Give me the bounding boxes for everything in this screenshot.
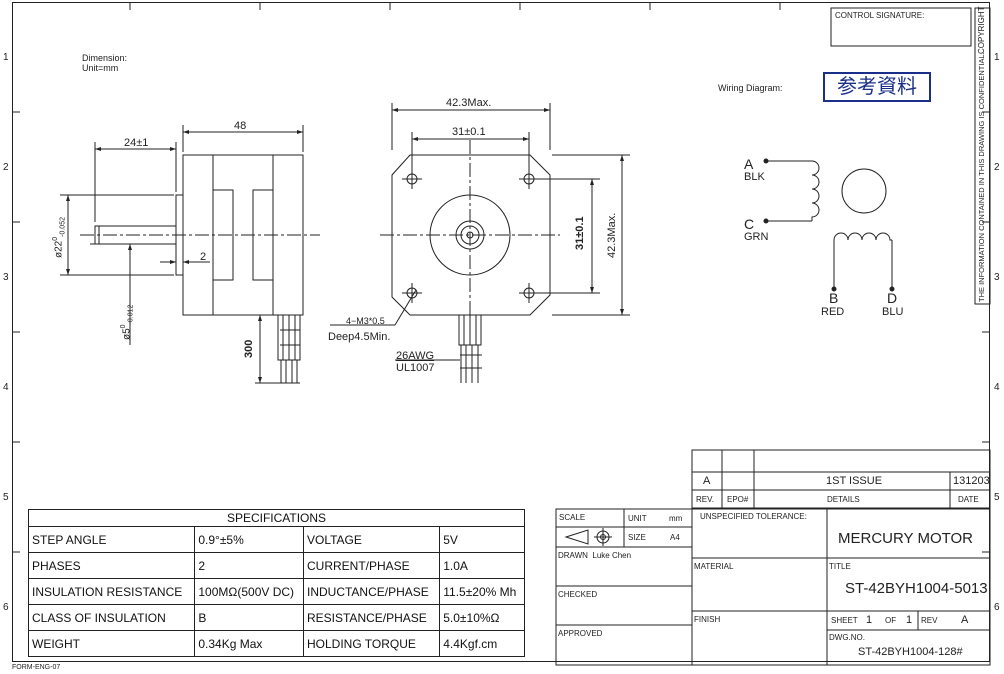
copyright-label: COPYRIGHT	[977, 6, 986, 54]
spec-label: CURRENT/PHASE	[302, 552, 441, 579]
checked-label: CHECKED	[558, 590, 598, 599]
table-row: WEIGHT 0.34Kg Max HOLDING TORQUE 4.4Kgf.…	[27, 630, 525, 657]
sheet-number: 1	[866, 614, 873, 626]
dim-body-width: 42.3Max.	[446, 97, 492, 109]
dim-length-48: 48	[234, 120, 247, 132]
spec-label: HOLDING TORQUE	[302, 630, 441, 657]
dimension-note-line1: Dimension:	[82, 53, 128, 63]
spec-label: WEIGHT	[27, 630, 196, 657]
spec-value: 5V	[439, 526, 525, 553]
revision-header-rev: REV.	[696, 495, 714, 504]
unit-value: mm	[669, 514, 683, 523]
spec-label: INSULATION RESISTANCE	[27, 578, 196, 605]
spec-label: RESISTANCE/PHASE	[302, 604, 441, 631]
zone-left-5: 5	[3, 492, 9, 503]
zone-right-4: 4	[994, 382, 1000, 393]
dimension-note-line2: Unit=mm	[82, 63, 119, 73]
wire-b-color: RED	[821, 306, 845, 318]
table-row: PHASES 2 CURRENT/PHASE 1.0A	[27, 552, 525, 579]
revision-header-epo: EPO#	[727, 495, 749, 504]
zone-left-1: 1	[3, 52, 9, 63]
drawn-label: DRAWN Luke Chen	[558, 551, 632, 560]
revision-date: 131203	[953, 475, 990, 487]
dim-flange: 2	[200, 251, 207, 263]
dim-lead-length: 300	[243, 339, 255, 358]
revision-rev: A	[703, 475, 711, 487]
spec-value: 5.0±10%Ω	[439, 604, 525, 631]
dwg-no-label: DWG.NO.	[829, 633, 865, 642]
zone-left-4: 4	[3, 382, 9, 393]
wire-c-label: C	[744, 216, 755, 232]
table-row: INSULATION RESISTANCE 100MΩ(500V DC) IND…	[27, 578, 525, 605]
spec-value: 4.4Kgf.cm	[439, 630, 525, 657]
spec-value: 0.9°±5%	[194, 526, 304, 553]
dim-shaft-length: 24±1	[124, 137, 149, 149]
rev-value: A	[961, 614, 969, 626]
spec-value: 2	[194, 552, 304, 579]
zone-left-2: 2	[3, 162, 9, 173]
wire-spec: UL1007	[396, 362, 435, 374]
specifications-table: SPECIFICATIONS STEP ANGLE 0.9°±5% VOLTAG…	[27, 509, 525, 657]
size-value: A4	[670, 533, 680, 542]
rev-label: REV	[921, 616, 938, 625]
screw-spec: 4−M3*0.5	[346, 316, 385, 326]
spec-value: B	[194, 604, 304, 631]
specifications-title: SPECIFICATIONS	[28, 509, 525, 527]
dim-boss-diameter: ø220-0.052	[52, 217, 67, 258]
spec-value: 0.34Kg Max	[194, 630, 304, 657]
dim-hole-spacing-v: 31±0.1	[574, 216, 586, 250]
spec-label: PHASES	[27, 552, 196, 579]
wiring-diagram-label: Wiring Diagram:	[718, 83, 783, 93]
confidential-note: THE INFORMATION CONTAINED IN THIS DRAWIN…	[977, 52, 986, 302]
drawing-title: ST-42BYH1004-5013	[845, 580, 988, 597]
zone-right-2: 2	[994, 162, 1000, 173]
reference-stamp: 参考資料	[823, 72, 931, 102]
wire-b-label: B	[829, 290, 839, 306]
spec-label: INDUCTANCE/PHASE	[302, 578, 441, 605]
company-name: MERCURY MOTOR	[838, 530, 974, 547]
approved-label: APPROVED	[558, 629, 603, 638]
zone-right-3: 3	[994, 272, 1000, 283]
material-label: MATERIAL	[694, 562, 734, 571]
wire-d-color: BLU	[882, 306, 904, 318]
zone-right-5: 5	[994, 492, 1000, 503]
size-label: SIZE	[628, 533, 646, 542]
scale-label: SCALE	[559, 513, 586, 522]
revision-header-details: DETAILS	[827, 495, 860, 504]
form-number: FORM-ENG-07	[12, 664, 61, 671]
zone-right-1: 1	[994, 52, 1000, 63]
dim-shaft-diameter: ø50-0.012	[120, 304, 135, 340]
wire-a-label: A	[744, 156, 754, 172]
revision-details: 1ST ISSUE	[826, 475, 883, 487]
wire-gauge: 26AWG	[396, 350, 435, 362]
tolerance-label: UNSPECIFIED TOLERANCE:	[700, 512, 807, 521]
dwg-number: ST-42BYH1004-128#	[858, 646, 963, 658]
title-label: TITLE	[829, 562, 851, 571]
spec-label: CLASS OF INSULATION	[27, 604, 196, 631]
sheet-total: 1	[906, 614, 913, 626]
wire-c-color: GRN	[744, 231, 769, 243]
zone-right-6: 6	[994, 602, 1000, 613]
dim-hole-spacing-h: 31±0.1	[452, 126, 486, 138]
dim-body-height: 42.3Max.	[606, 212, 618, 258]
spec-value: 11.5±20% Mh	[439, 578, 525, 605]
zone-left-3: 3	[3, 272, 9, 283]
wire-d-label: D	[887, 290, 898, 306]
of-label: OF	[885, 616, 897, 625]
spec-label: VOLTAGE	[302, 526, 441, 553]
table-row: CLASS OF INSULATION B RESISTANCE/PHASE 5…	[27, 604, 525, 631]
spec-value: 100MΩ(500V DC)	[194, 578, 304, 605]
screw-depth: Deep4.5Min.	[328, 331, 391, 343]
control-signature-label: CONTROL SIGNATURE:	[835, 11, 925, 20]
finish-label: FINISH	[694, 615, 721, 624]
unit-label: UNIT	[628, 514, 647, 523]
spec-label: STEP ANGLE	[27, 526, 196, 553]
sheet-label: SHEET	[831, 616, 858, 625]
wire-a-color: BLK	[744, 171, 765, 183]
table-row: STEP ANGLE 0.9°±5% VOLTAGE 5V	[27, 526, 525, 553]
spec-value: 1.0A	[439, 552, 525, 579]
zone-left-6: 6	[3, 602, 9, 613]
revision-header-date: DATE	[958, 495, 979, 504]
